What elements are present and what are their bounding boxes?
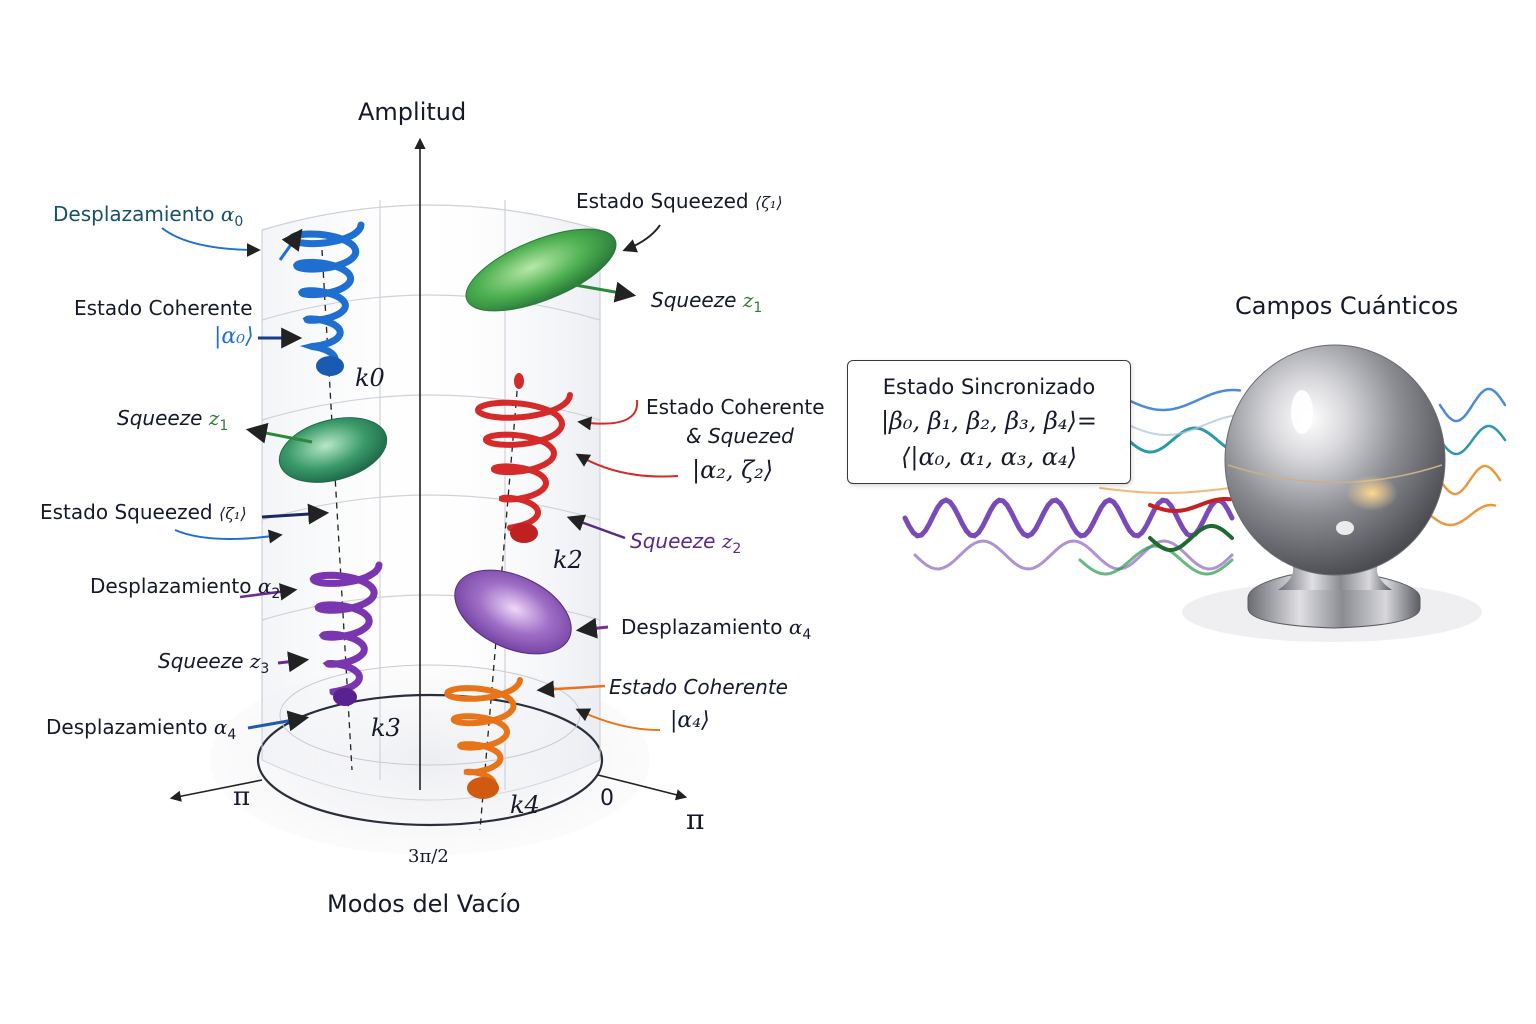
sync-beta-state: |β₀, β₁, β₂, β₃, β₄⟩= (880, 407, 1098, 435)
squeezed-ellipsoid-top (465, 228, 617, 312)
sphere-highlight (1291, 390, 1313, 434)
k0-base (316, 356, 344, 376)
sphere-highlight-low (1336, 521, 1354, 535)
field-wave (1428, 503, 1497, 527)
label-ket-a2-z2: |α₂, ζ₂⟩ (692, 456, 774, 484)
label-estado-coherente-a4: Estado Coherente (609, 675, 788, 699)
sphere-glow (1346, 475, 1398, 511)
k2-base (510, 523, 538, 543)
label-desplazamiento-a4-left: Desplazamiento α4 (46, 715, 237, 743)
field-wave (1438, 424, 1507, 456)
base-ring (256, 693, 604, 827)
quantum-fields-title: Campos Cuánticos (1235, 292, 1459, 320)
squeezed-ellipsoid-left (278, 417, 388, 483)
label-squeeze-z2: Squeeze z2 (630, 529, 742, 557)
helix-k3-coil (309, 561, 383, 696)
field-wave (1078, 544, 1234, 576)
sphere (1224, 344, 1446, 576)
squeezed-ellipsoid-purple (454, 569, 572, 655)
label-coherente-squeezed-line2: & Squezed (686, 424, 794, 448)
label-ket-a4: |α₄⟩ (670, 708, 710, 733)
k4-base (467, 777, 499, 799)
sync-alpha-state: ⟨|α₀, α₁, α₃, α₄⟩ (901, 443, 1077, 471)
sphere-equator (1227, 464, 1443, 484)
field-wave (902, 497, 1235, 539)
annotation-arrows (161, 224, 679, 732)
helix-k4-coil (444, 677, 523, 788)
k3-base (333, 688, 357, 706)
field-wave (1438, 464, 1502, 496)
tick-zero: 0 (600, 786, 614, 811)
mode-label-k3: k3 (371, 714, 401, 742)
synchronized-state-box: Estado Sincronizado |β₀, β₁, β₂, β₃, β₄⟩… (847, 360, 1131, 484)
field-wave (1126, 388, 1242, 412)
label-coherente-squeezed-line1: Estado Coherente (646, 395, 825, 419)
helix-k2-coil (474, 392, 573, 531)
sync-title: Estado Sincronizado (882, 375, 1096, 399)
mode-label-k2: k2 (553, 546, 583, 574)
phase-axis-right (597, 774, 688, 801)
k2-top (514, 373, 524, 389)
label-squeeze-z1-right: Squeeze z1 (651, 288, 763, 316)
amplitude-axis-label: Amplitud (358, 98, 467, 126)
helix-k3 (309, 561, 383, 696)
mode-label-k4: k4 (510, 791, 540, 819)
label-squeeze-z3: Squeeze z3 (158, 649, 270, 677)
helix-k0 (287, 221, 365, 364)
tick-three-pi-half: 3π/2 (408, 846, 449, 867)
label-estado-squeezed-left: Estado Squeezed ⟨ζ₁⟩ (40, 500, 247, 524)
field-waves (902, 387, 1507, 576)
vacuum-modes-label: Modos del Vacío (327, 890, 521, 918)
field-wave (1099, 487, 1231, 494)
phase-axis-left (169, 779, 263, 802)
label-squeeze-z1-left: Squeeze z1 (117, 406, 229, 434)
tick-pi-left: π (233, 782, 251, 812)
field-wave (1438, 387, 1507, 423)
label-estado-squeezed-top: Estado Squeezed ⟨ζ₁⟩ (576, 189, 783, 213)
field-wave (1148, 524, 1234, 552)
mode-label-k0: k0 (355, 364, 385, 392)
helix-k4 (444, 677, 523, 788)
helix-k2 (474, 392, 573, 531)
field-wave (1127, 414, 1236, 436)
label-desplazamiento-a4-right: Desplazamiento α4 (621, 615, 812, 643)
label-ket-a0: |α₀⟩ (214, 324, 254, 349)
tick-pi-right: π (686, 803, 705, 836)
helix-k0-coil (287, 221, 365, 364)
label-estado-coherente-a0: Estado Coherente (74, 296, 253, 320)
label-desplazamiento-a2: Desplazamiento α2 (90, 574, 281, 602)
label-desplazamiento-a0: Desplazamiento α0 (53, 202, 244, 230)
field-wave (1148, 497, 1232, 513)
